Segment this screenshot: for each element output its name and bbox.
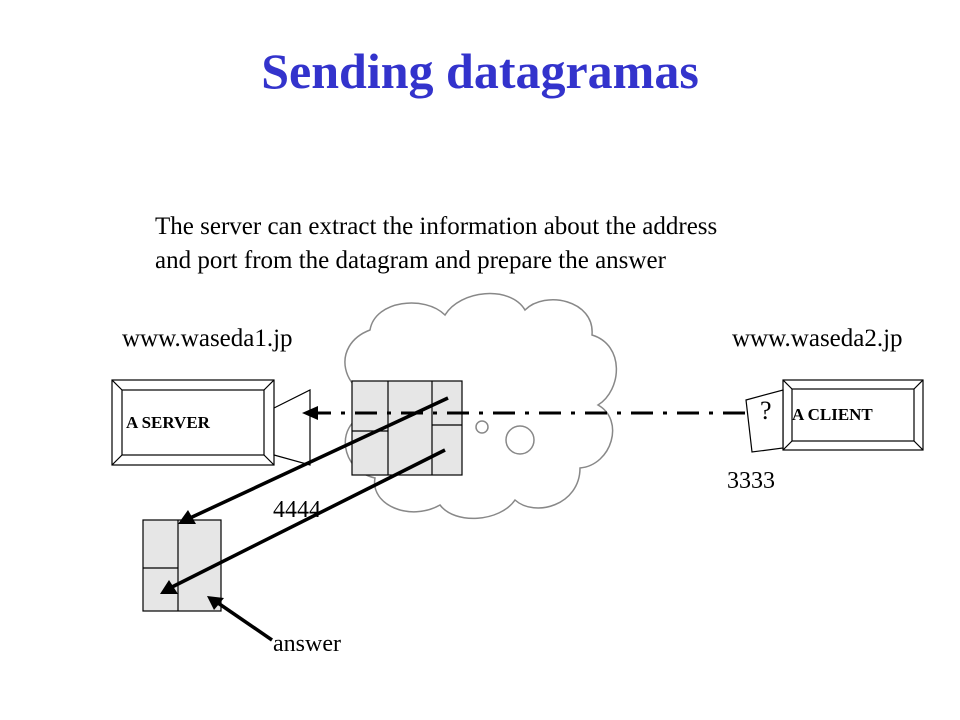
datagram-packet <box>351 380 463 476</box>
copy-arrows <box>160 396 449 642</box>
server-box-label: A SERVER <box>126 413 210 432</box>
slide-title: Sending datagramas <box>261 43 699 99</box>
datagram-path-arrowhead <box>302 406 318 420</box>
client-box-label: A CLIENT <box>792 405 873 424</box>
server-computer <box>111 379 275 466</box>
answer-label: answer <box>273 631 341 657</box>
answer-packet <box>142 519 222 612</box>
client-host-label: www.waseda2.jp <box>732 325 903 352</box>
description-line-1: The server can extract the information a… <box>155 213 718 240</box>
client-port-number: 3333 <box>727 468 775 494</box>
server-port-number: 4444 <box>273 497 321 523</box>
client-port-unknown: ? <box>760 396 772 425</box>
description: The server can extract the information a… <box>155 210 915 278</box>
description-line-2: and port from the datagram and prepare t… <box>155 247 666 274</box>
server-host-label: www.waseda1.jp <box>122 325 293 352</box>
client-port-socket <box>745 389 784 453</box>
server-port-socket <box>273 389 311 466</box>
